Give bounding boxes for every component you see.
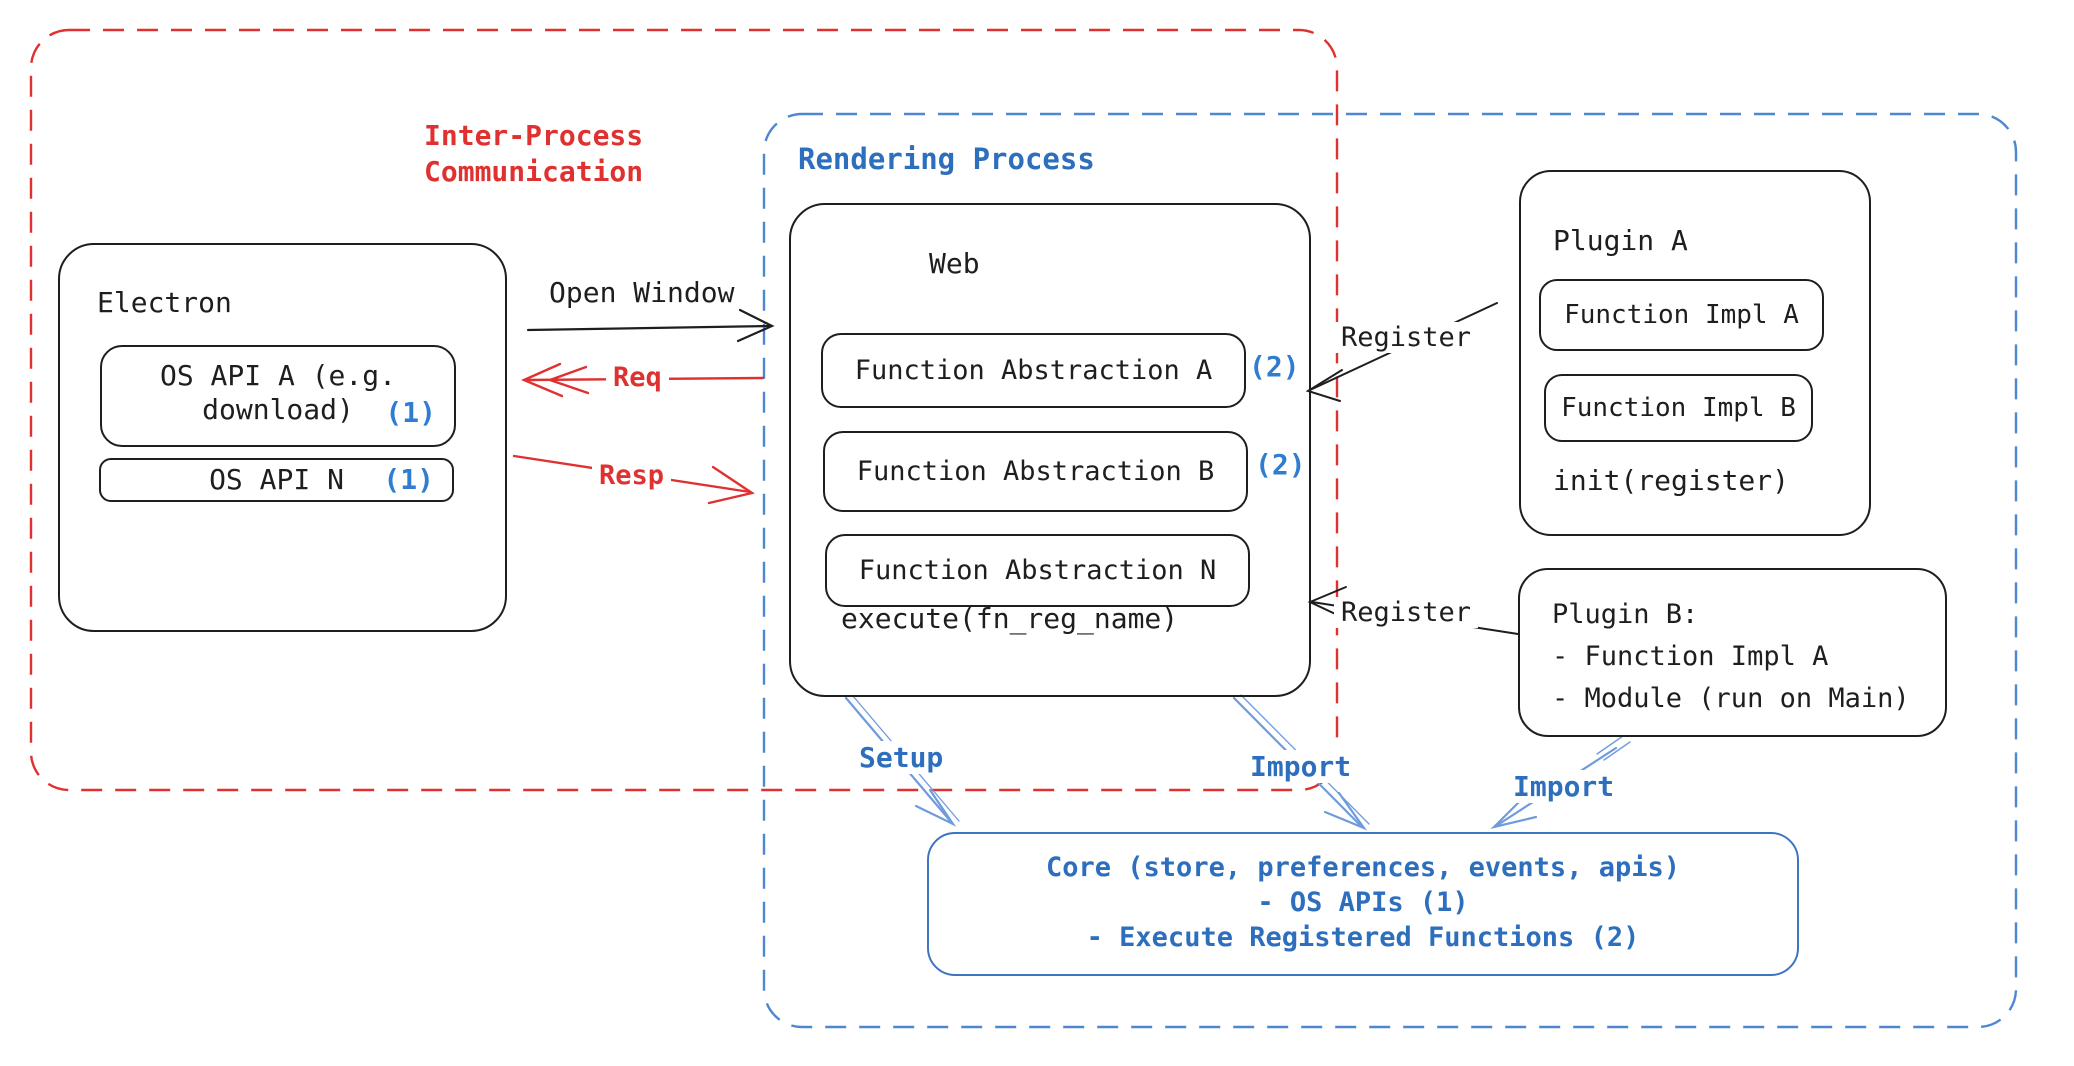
plugin-b-title: Plugin B: xyxy=(1552,599,1699,630)
open-window-label: Open Window xyxy=(549,276,735,309)
import-web-label: Import xyxy=(1243,750,1359,783)
plugin-b-content: Plugin B: - Function Impl A - Module (ru… xyxy=(1552,594,1910,720)
open-window-arrow xyxy=(526,308,775,343)
plugin-a-box: Plugin A Function Impl A Function Impl B… xyxy=(1519,170,1871,536)
plugin-a-init-label: init(register) xyxy=(1553,464,1790,497)
ipc-region-label-line1: Inter-Process xyxy=(424,119,644,152)
os-api-a-line2: download) xyxy=(202,393,354,426)
plugin-a-impl-a-box: Function Impl A xyxy=(1539,279,1824,351)
plugin-b-box: Plugin B: - Function Impl A - Module (ru… xyxy=(1518,568,1947,737)
core-line1: Core (store, preferences, events, apis) xyxy=(1046,852,1680,883)
os-api-n-label: OS API N xyxy=(209,463,344,496)
setup-label: Setup xyxy=(852,741,951,774)
os-api-a-box: OS API A (e.g. download) (1) xyxy=(100,345,456,447)
plugin-a-title: Plugin A xyxy=(1553,224,1688,257)
import-plugin-label: Import xyxy=(1506,770,1622,803)
plugin-a-impl-b-box: Function Impl B xyxy=(1544,374,1813,442)
os-api-a-line1: OS API A (e.g. xyxy=(159,359,396,392)
function-abstraction-a-badge: (2) xyxy=(1249,350,1300,383)
execute-label: execute(fn_reg_name) xyxy=(841,602,1179,635)
function-abstraction-b-box: Function Abstraction B xyxy=(823,431,1248,512)
function-abstraction-a-box: Function Abstraction A xyxy=(821,333,1246,408)
plugin-b-item-1: - Function Impl A xyxy=(1552,641,1829,672)
os-api-a-badge: (1) xyxy=(385,396,436,429)
register-b-label: Register xyxy=(1334,597,1479,628)
electron-box: Electron OS API A (e.g. download) (1) OS… xyxy=(58,243,507,632)
electron-title: Electron xyxy=(97,286,232,319)
plugin-b-item-2: - Module (run on Main) xyxy=(1552,683,1910,714)
web-title: Web xyxy=(929,247,980,280)
req-label: Req xyxy=(606,362,669,393)
resp-label: Resp xyxy=(592,460,672,491)
os-api-n-badge: (1) xyxy=(383,463,434,496)
core-line3: - Execute Registered Functions (2) xyxy=(1086,922,1640,953)
ipc-region-label: Inter-Process Communication xyxy=(424,118,643,190)
core-line2: - OS APIs (1) xyxy=(1257,887,1469,918)
function-abstraction-n-box: Function Abstraction N xyxy=(825,534,1250,607)
function-abstraction-b-badge: (2) xyxy=(1255,448,1306,481)
register-a-label: Register xyxy=(1334,322,1479,353)
ipc-region-label-line2: Communication xyxy=(424,155,644,188)
web-box: Web Function Abstraction A (2) Function … xyxy=(789,203,1311,697)
os-api-n-box: OS API N (1) xyxy=(99,458,454,502)
rendering-dashed-region xyxy=(762,112,2018,1029)
rendering-region-label: Rendering Process xyxy=(798,142,1095,176)
core-box: Core (store, preferences, events, apis) … xyxy=(927,832,1799,976)
ipc-dashed-region xyxy=(29,28,1339,792)
